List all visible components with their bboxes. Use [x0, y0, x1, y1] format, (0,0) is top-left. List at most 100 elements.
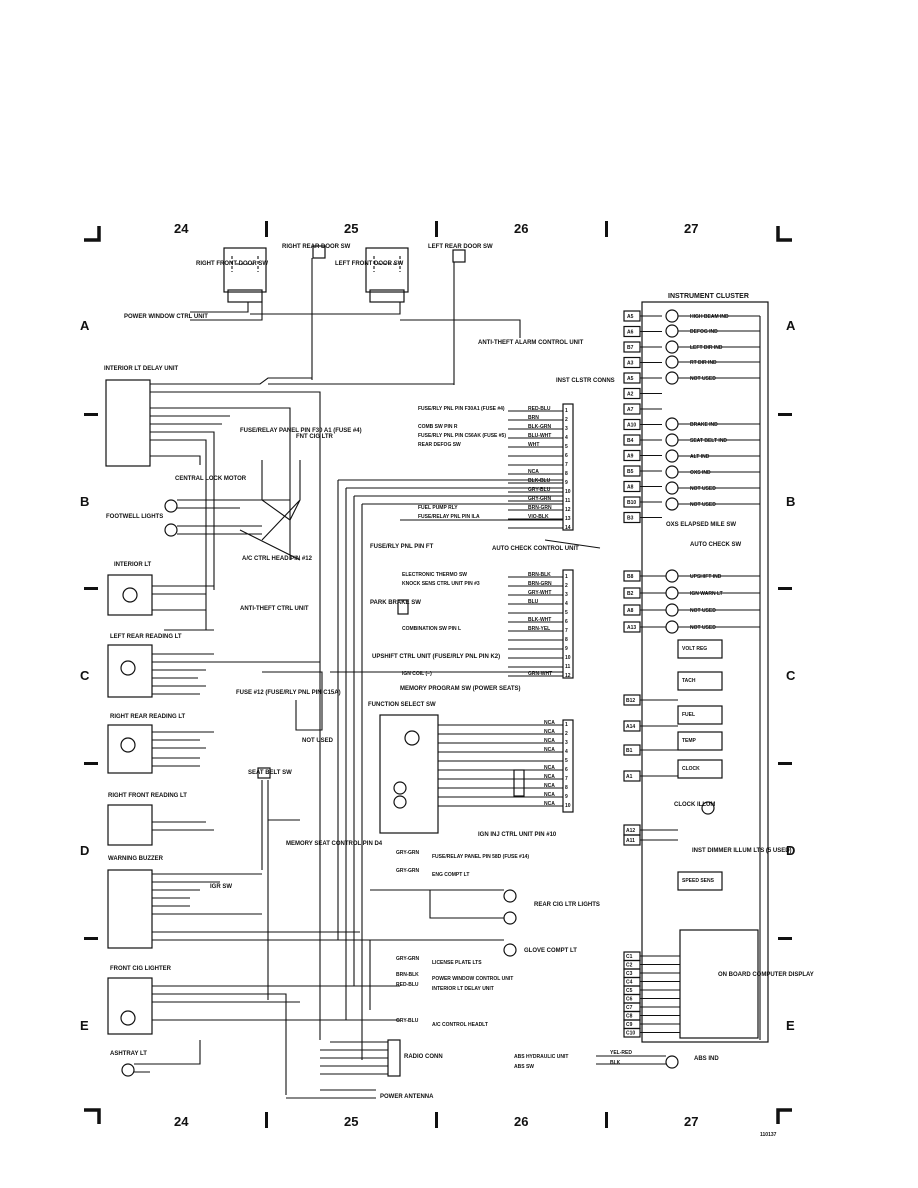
grid-col-label: 25	[344, 1114, 358, 1129]
power-window-ctrl: POWER WINDOW CTRL UNIT ANTI-THEFT ALARM …	[124, 258, 584, 385]
conn-pin: 4	[565, 435, 568, 441]
conn-label: ELECTRONIC THERMO SW	[402, 572, 467, 578]
conn-pin: 6	[565, 619, 568, 625]
interior-lt-delay-unit: INTERIOR LT DELAY UNIT CENTRAL LOCK MOTO…	[104, 366, 454, 1040]
conn-wire: NCA	[544, 729, 555, 735]
grid-col-label: 24	[174, 221, 189, 236]
conn-pin: 7	[565, 628, 568, 634]
conn-pin: 4	[565, 601, 568, 607]
grid-row-label: B	[80, 494, 89, 509]
component-label: FUSE/RLY PNL PIN FT	[370, 544, 434, 550]
conn-pin: 5	[565, 758, 568, 764]
cluster-pin: B10	[627, 500, 636, 506]
conn-pin: 10	[565, 803, 571, 809]
lamp-icon	[665, 371, 679, 385]
conn-label: FUEL PUMP RLY	[418, 505, 458, 511]
clock-illum-bulb	[701, 801, 715, 815]
cluster-pin: A8	[627, 485, 634, 491]
conn-wire: NCA	[544, 765, 555, 771]
component-label: INST CLSTR CONNS	[556, 378, 615, 384]
computer-pin: C5	[626, 988, 633, 994]
right-rear-door-sw: RIGHT REAR DOOR SW	[282, 244, 351, 259]
wire-bundle-center	[330, 479, 601, 1060]
computer-pin: C6	[626, 997, 633, 1003]
grid-row-label: E	[786, 1018, 795, 1033]
conn-pin: 7	[565, 776, 568, 782]
gauge-box	[677, 671, 723, 691]
cluster-pin: A7	[627, 407, 634, 413]
conn-wire: NCA	[528, 469, 539, 475]
conn-wire: NCA	[544, 720, 555, 726]
note-text: POWER WINDOW CONTROL UNIT	[432, 976, 513, 982]
conn-wire: BRN-BLK	[528, 572, 551, 578]
conn-pin: 13	[565, 516, 571, 522]
computer-pin: C8	[626, 1014, 633, 1020]
conn-pin: 3	[565, 740, 568, 746]
component-label: INTERIOR LT DELAY UNIT	[104, 366, 179, 372]
component-label: RIGHT FRONT DOOR SW	[196, 261, 268, 267]
component-label: MEMORY PROGRAM SW (POWER SEATS)	[400, 686, 521, 692]
conn-label: FUSE/RLY PNL PIN C56AK (FUSE #5)	[418, 433, 506, 439]
cluster-pin: B3	[627, 516, 634, 522]
component-label: A/C CTRL HEAD PIN #12	[242, 556, 313, 562]
conn-label: REAR DEFOG SW	[418, 442, 461, 448]
conn-wire: NCA	[544, 801, 555, 807]
component-label: OXS ELAPSED MILE SW	[666, 522, 736, 528]
right-front-reading-lt: RIGHT FRONT READING LT	[107, 793, 214, 846]
conn-wire: VIO-BLK	[528, 514, 549, 520]
grid-row-label: D	[786, 843, 795, 858]
component-label: FUSE #12 (FUSE/RLY PNL PIN C15A)	[236, 690, 341, 696]
component-label: INST DIMMER ILLUM LTS (5 USED)	[692, 848, 792, 854]
component-label: IGR SW	[210, 884, 232, 890]
function-select-sw: FUNCTION SELECT SW	[368, 702, 574, 834]
computer-pin: C3	[626, 971, 633, 977]
component-label: ANTI-THEFT CTRL UNIT	[240, 606, 309, 612]
conn-pin: 2	[565, 417, 568, 423]
grid-row-label: D	[80, 843, 89, 858]
gauge-label: VOLT REG	[682, 646, 707, 652]
conn-pin: 12	[565, 507, 571, 513]
ashtray-lt: ASHTRAY LT	[110, 1040, 201, 1077]
lamp-label: NOT USED	[690, 608, 716, 614]
conn-wire: WHT	[528, 442, 539, 448]
component-label: FUNCTION SELECT SW	[368, 702, 436, 708]
lamp-icon	[665, 481, 679, 495]
note-wire: GRY-GRN	[396, 850, 420, 856]
note-wire: YEL-RED	[610, 1050, 632, 1056]
conn-pin: 3	[565, 426, 568, 432]
conn-pin: 5	[565, 610, 568, 616]
component-label: REAR CIG LTR LIGHTS	[534, 902, 600, 908]
gauge-label: CLOCK	[682, 766, 700, 772]
cluster-pin: A5	[627, 314, 634, 320]
lamp-label: ALT IND	[690, 454, 710, 460]
cluster-pin: B5	[627, 469, 634, 475]
cluster-pin: A11	[626, 838, 635, 844]
conn-pin: 10	[565, 489, 571, 495]
conn-wire: BRN-GRN	[528, 581, 552, 587]
component-label: ANTI-THEFT ALARM CONTROL UNIT	[478, 340, 584, 346]
conn-pin: 8	[565, 471, 568, 477]
component-label: RIGHT REAR READING LT	[110, 714, 186, 720]
note-wire: RED-BLU	[396, 982, 419, 988]
component-label: LEFT REAR DOOR SW	[428, 244, 493, 250]
lamp-icon	[665, 620, 679, 634]
conn-wire: NCA	[544, 792, 555, 798]
grid-col-label: 25	[344, 221, 358, 236]
lamp-label: DEFOG IND	[690, 329, 718, 335]
lamp-icon	[665, 340, 679, 354]
lamp-label: OXS IND	[690, 470, 711, 476]
conn-pin: 12	[565, 673, 571, 679]
figure-id: 110137	[760, 1132, 777, 1138]
component-label: POWER ANTENNA	[380, 1094, 434, 1100]
note-wire: GRY-GRN	[396, 956, 420, 962]
inst-clstr-conn-a: INST CLSTR CONNS	[556, 378, 615, 531]
note-text: INTERIOR LT DELAY UNIT	[432, 986, 494, 992]
instrument-cluster: INSTRUMENT CLUSTER	[641, 293, 769, 1043]
lamp-icon	[665, 586, 679, 600]
component-label: FOOTWELL LIGHTS	[106, 514, 163, 520]
lamp-icon	[665, 309, 679, 323]
